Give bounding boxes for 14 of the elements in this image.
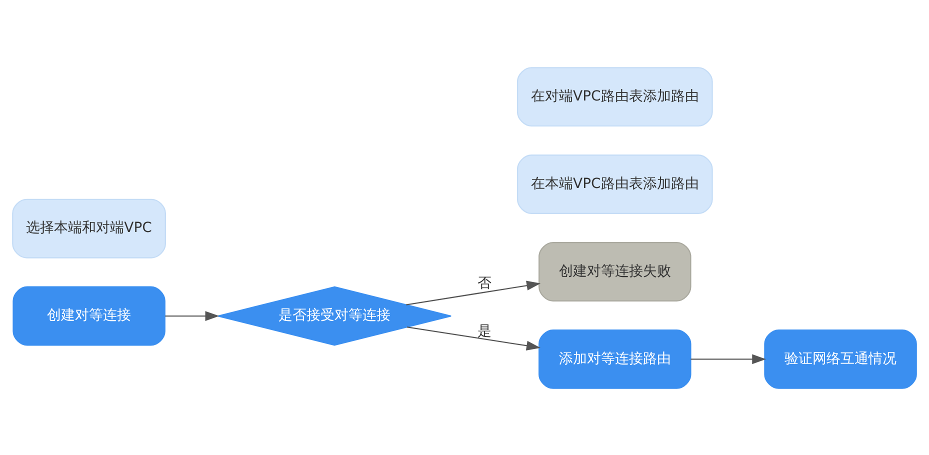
node-box: 在对端VPC路由表添加路由 [516, 66, 713, 126]
node-box: 在本端VPC路由表添加路由 [516, 154, 713, 214]
node-box: 验证网络互通情况 [764, 328, 917, 388]
arrow [406, 280, 541, 305]
arrow [690, 354, 766, 364]
arrow [165, 310, 220, 320]
node-box: 选择本端和对端VPC [12, 198, 166, 258]
node-box: 创建对等连接 [12, 286, 166, 346]
arrow [406, 326, 541, 350]
edge-label: 否 [477, 275, 492, 292]
node-diamond: 是否接受对等连接 [217, 286, 452, 346]
edge-label: 是 [477, 322, 492, 339]
node-box: 添加对等连接路由 [538, 328, 692, 388]
node-box: 创建对等连接失败 [538, 242, 692, 301]
